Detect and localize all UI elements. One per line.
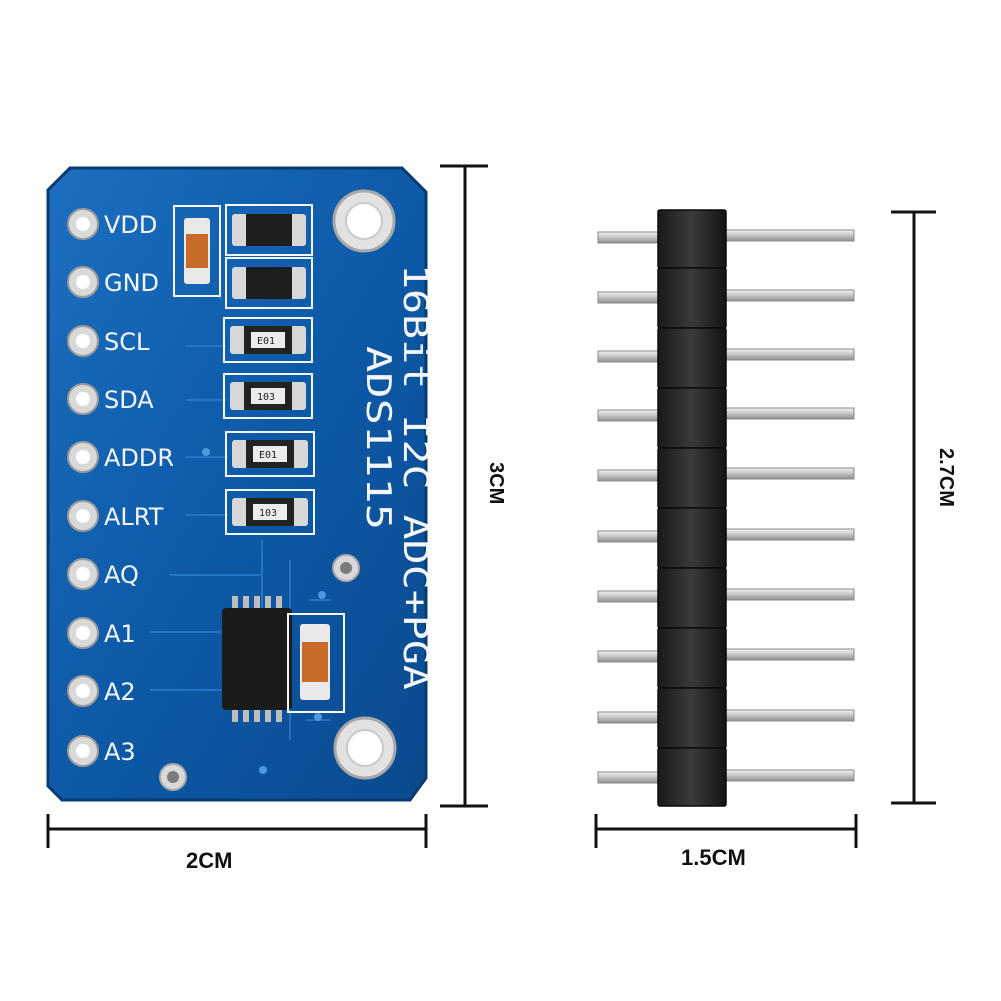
pcb-outline bbox=[46, 166, 428, 802]
test-pad-a3 bbox=[159, 763, 187, 791]
resistor-4-label: 103 bbox=[259, 508, 277, 519]
resistor-4: 103 bbox=[225, 489, 315, 535]
pin-label-gnd: GND bbox=[104, 269, 159, 297]
component-row-1 bbox=[225, 204, 313, 256]
dimension-header-height bbox=[891, 210, 936, 805]
pcb-vias bbox=[202, 448, 326, 774]
label-board-height: 3CM bbox=[485, 462, 507, 504]
test-pad-aq bbox=[332, 554, 360, 582]
dimension-board-height bbox=[440, 164, 488, 808]
resistor-2-label: 103 bbox=[257, 392, 275, 403]
pin-label-aq: AQ bbox=[104, 561, 139, 589]
pin-label-scl: SCL bbox=[104, 328, 150, 356]
dimension-header-width bbox=[594, 814, 858, 848]
resistor-2: 103 bbox=[223, 373, 313, 419]
component-row-2 bbox=[225, 257, 313, 309]
pin-label-a3: A3 bbox=[104, 738, 136, 766]
board-title-line2: ADS1115 bbox=[358, 346, 398, 530]
resistor-1-label: E01 bbox=[257, 336, 275, 347]
pin-labels: VDD GND SCL SDA ADDR ALRT AQ A1 A2 A3 bbox=[104, 211, 174, 766]
header-plastic-blocks bbox=[657, 209, 727, 807]
pin-label-sda: SDA bbox=[104, 386, 154, 414]
label-board-width: 2CM bbox=[186, 848, 232, 873]
adc-chip bbox=[222, 596, 292, 722]
resistor-3-label: E01 bbox=[259, 450, 277, 461]
resistor-3: E01 bbox=[225, 431, 315, 477]
pin-label-a2: A2 bbox=[104, 678, 136, 706]
adc-board: VDD GND SCL SDA ADDR ALRT AQ A1 A2 A3 bbox=[46, 166, 435, 802]
pin-pads bbox=[67, 208, 99, 767]
pin-label-a1: A1 bbox=[104, 620, 136, 648]
pin-label-alrt: ALRT bbox=[104, 503, 164, 531]
header-pins bbox=[597, 229, 855, 784]
pin-label-vdd: VDD bbox=[104, 211, 157, 239]
capacitor-top-left bbox=[173, 205, 221, 297]
mounting-hole-top bbox=[332, 189, 396, 253]
pin-header bbox=[597, 209, 855, 807]
label-header-width: 1.5CM bbox=[681, 845, 746, 870]
mounting-hole-bottom bbox=[333, 716, 397, 780]
resistor-1: E01 bbox=[223, 317, 313, 363]
pin-label-addr: ADDR bbox=[104, 444, 174, 472]
capacitor-bottom-right bbox=[287, 613, 345, 713]
label-header-height: 2.7CM bbox=[935, 448, 957, 507]
board-title-line1: 16Bit I2C ADC+PGA bbox=[395, 264, 435, 690]
dimension-board-width bbox=[46, 814, 428, 848]
